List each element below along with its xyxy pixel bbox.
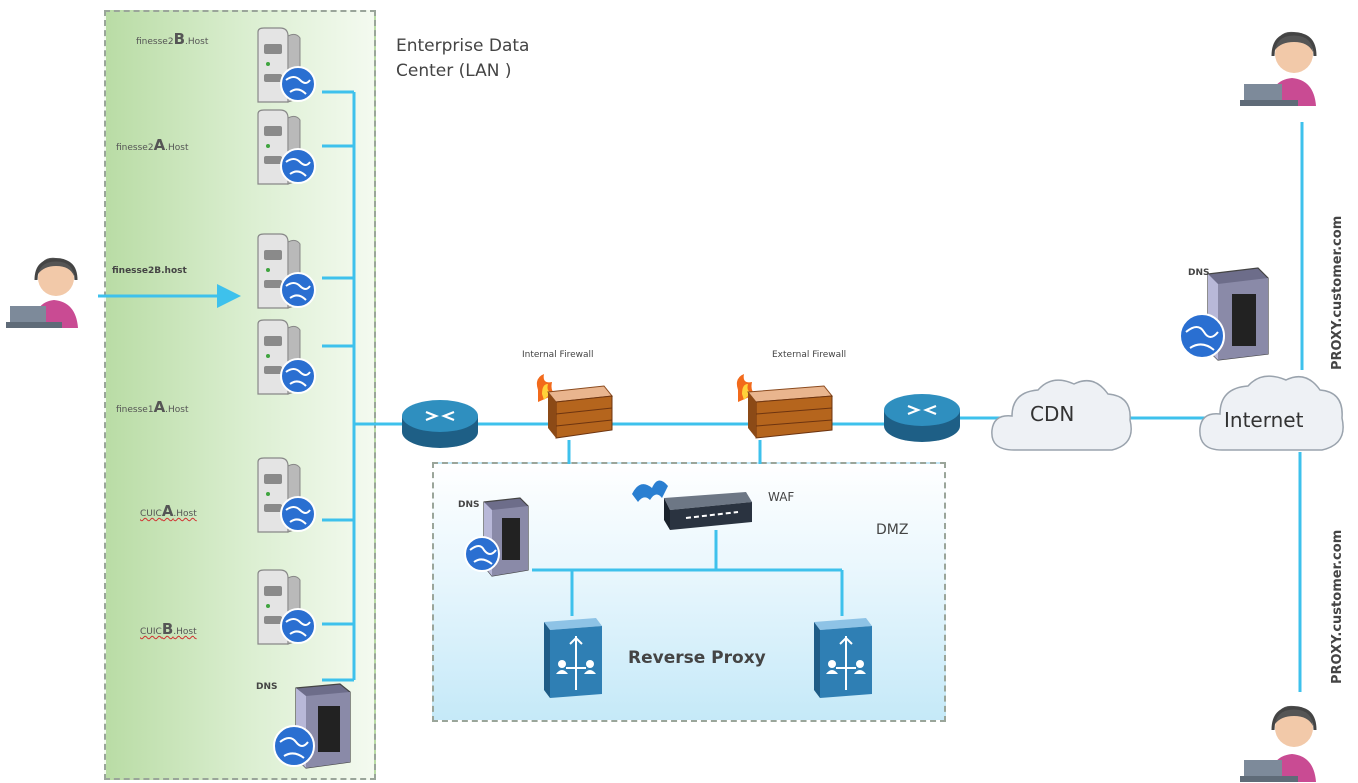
internal-firewall-label: Internal Firewall <box>522 350 594 360</box>
host-label-2: finesse2A.Host <box>116 136 189 154</box>
waf-device[interactable] <box>626 472 756 530</box>
firewall-icon <box>736 374 833 439</box>
agent-bottom-right[interactable] <box>1240 698 1336 782</box>
host-server-1[interactable] <box>250 26 326 108</box>
dmz-dns-server[interactable] <box>462 494 534 578</box>
host-label-4: finesse1A.Host <box>116 398 189 416</box>
external-firewall[interactable] <box>724 372 834 440</box>
reverse-proxy-icon <box>544 618 602 698</box>
lan-dns-label: DNS <box>256 682 278 692</box>
reverse-proxy-2[interactable] <box>810 614 876 698</box>
lan-zone-title: Enterprise Data Center (LAN ) <box>396 34 529 84</box>
cdn-cloud[interactable] <box>984 370 1140 460</box>
cdn-label: CDN <box>1030 402 1075 426</box>
internet-label: Internet <box>1224 408 1304 432</box>
reverse-proxy-1[interactable] <box>540 614 606 698</box>
agent-headset-icon <box>1240 705 1317 782</box>
dns-server-icon <box>464 497 529 577</box>
router-icon <box>884 394 960 442</box>
server-globe-icon <box>257 569 316 645</box>
waf-icon <box>632 480 752 530</box>
lan-title-line2: Center (LAN ) <box>396 61 512 81</box>
host-server-4[interactable] <box>250 318 326 400</box>
host-label-1: finesse2B.Host <box>136 30 209 48</box>
firewall-icon <box>536 374 613 439</box>
dmz-dns-label: DNS <box>458 500 480 510</box>
host-server-5[interactable] <box>250 456 326 538</box>
server-globe-icon <box>257 319 316 395</box>
agent-headset-icon <box>6 257 78 328</box>
lan-dns-server[interactable] <box>266 680 358 772</box>
reverse-proxy-label: Reverse Proxy <box>628 648 766 668</box>
proxy-url-top: PROXY.customer.com <box>1330 215 1345 370</box>
host-server-3[interactable] <box>250 232 326 314</box>
agent-top-right[interactable] <box>1240 26 1336 106</box>
router-edge[interactable] <box>882 392 962 444</box>
cloud-icon <box>1199 375 1344 451</box>
waf-label: WAF <box>768 490 795 504</box>
server-globe-icon <box>257 109 316 185</box>
server-globe-icon <box>257 27 316 103</box>
host-label-5: CUICA.Host <box>140 502 197 520</box>
host-server-6[interactable] <box>250 568 326 650</box>
host-label-6: CUICB.Host <box>140 620 197 638</box>
lan-title-line1: Enterprise Data <box>396 36 530 56</box>
cloud-icon <box>991 379 1132 451</box>
dmz-zone-title: DMZ <box>876 522 909 538</box>
host-label-3: finesse2B.host <box>112 266 187 276</box>
dns-server-icon <box>273 683 351 769</box>
router-lan[interactable] <box>400 398 480 450</box>
agent-headset-icon <box>1240 31 1317 106</box>
internet-dns-label: DNS <box>1188 268 1210 278</box>
internet-dns-server[interactable] <box>1176 264 1272 364</box>
router-icon <box>402 400 478 448</box>
agent-left[interactable] <box>6 252 102 328</box>
host-server-2[interactable] <box>250 108 326 190</box>
proxy-url-bottom: PROXY.customer.com <box>1330 529 1345 684</box>
dns-server-icon <box>1179 267 1269 361</box>
external-firewall-label: External Firewall <box>772 350 847 360</box>
server-globe-icon <box>257 457 316 533</box>
enterprise-lan-zone <box>104 10 376 780</box>
internet-cloud[interactable] <box>1192 366 1352 460</box>
internal-firewall[interactable] <box>524 372 614 440</box>
server-globe-icon <box>257 233 316 309</box>
reverse-proxy-icon <box>814 618 872 698</box>
